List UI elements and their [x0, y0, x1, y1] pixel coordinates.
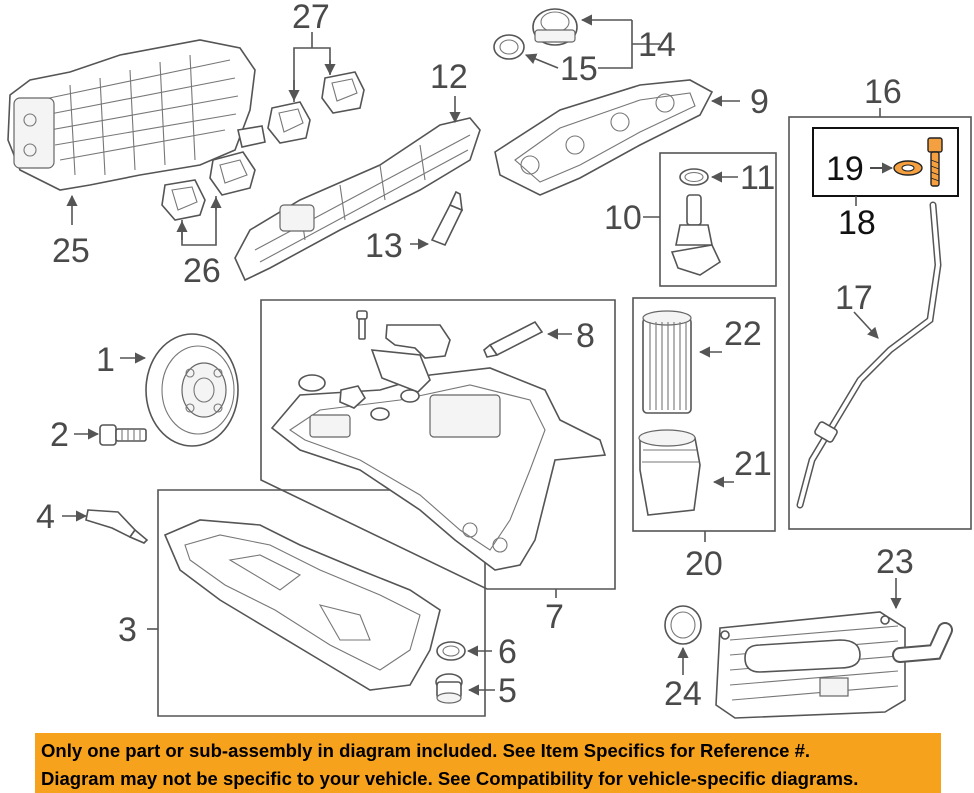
box-part-20 [632, 297, 776, 532]
callout-22: 22 [724, 315, 762, 353]
gasket-pair-part-26 [161, 125, 266, 221]
oil-cooler-part-23 [715, 611, 953, 719]
valve-cover-part-12 [234, 117, 481, 282]
callout-17: 17 [835, 279, 873, 317]
callout-20: 20 [685, 545, 723, 583]
callout-18: 18 [838, 204, 876, 242]
callout-21: 21 [734, 445, 772, 483]
crank-pulley-part-1 [145, 333, 239, 447]
oil-sump-part-7 [270, 367, 607, 571]
seal-ring-part-19 [893, 160, 923, 176]
filter-housing-part-21 [638, 429, 701, 516]
box-part-3 [157, 489, 486, 717]
notice-banner: Only one part or sub-assembly in diagram… [35, 733, 941, 793]
o-ring-part-11 [679, 168, 709, 186]
notice-line-1: Only one part or sub-assembly in diagram… [41, 740, 811, 761]
drain-plug-part-5 [435, 673, 463, 704]
sealant-tube-part-8 [483, 320, 544, 358]
gasket-pair-part-27 [267, 71, 365, 144]
callout-11: 11 [740, 159, 775, 197]
box-part-18 [812, 127, 959, 197]
callout-14: 14 [638, 26, 676, 64]
cover-gasket-part-9 [494, 79, 714, 196]
oil-pan-part-3 [163, 519, 441, 691]
leader-15 [524, 53, 559, 69]
oil-filler-cap-part-14 [532, 8, 578, 46]
small-parts-part-7 [298, 310, 451, 421]
leader-17 [853, 311, 879, 339]
dipstick-tube-part-17 [796, 201, 942, 509]
callout-9: 9 [750, 83, 769, 121]
callout-24: 24 [664, 675, 702, 713]
callout-10: 10 [604, 199, 642, 237]
box-part-16 [788, 116, 972, 530]
callout-8: 8 [576, 317, 595, 355]
callout-12: 12 [430, 58, 468, 96]
callout-2: 2 [50, 416, 69, 454]
callout-3: 3 [118, 611, 137, 649]
callout-4: 4 [36, 498, 55, 536]
callout-5: 5 [498, 672, 517, 710]
callout-6: 6 [498, 633, 517, 671]
filter-element-part-22 [642, 310, 692, 414]
callout-15: 15 [560, 50, 598, 88]
leader-14 [598, 20, 633, 69]
box-part-7 [260, 299, 616, 590]
sealant-tube-part-13 [430, 190, 464, 247]
notice-line-2: Diagram may not be specific to your vehi… [41, 768, 859, 789]
callout-25: 25 [52, 232, 90, 270]
callout-19: 19 [826, 150, 864, 188]
seal-ring-part-6 [436, 641, 466, 661]
cap-seal-part-15 [493, 34, 525, 60]
pulley-bolt-part-2 [99, 424, 147, 446]
callout-7: 7 [545, 598, 564, 636]
callout-27: 27 [292, 0, 330, 36]
box-part-10 [659, 152, 777, 287]
seal-ring-part-24 [664, 605, 702, 645]
callout-13: 13 [365, 227, 403, 265]
sensor-part-10 [670, 194, 722, 276]
screw-plug-part-18 [927, 137, 943, 187]
sealant-tube-part-4 [85, 509, 149, 544]
callout-23: 23 [876, 543, 914, 581]
callout-1: 1 [96, 341, 115, 379]
callout-16: 16 [864, 73, 902, 111]
callout-26: 26 [183, 252, 221, 290]
